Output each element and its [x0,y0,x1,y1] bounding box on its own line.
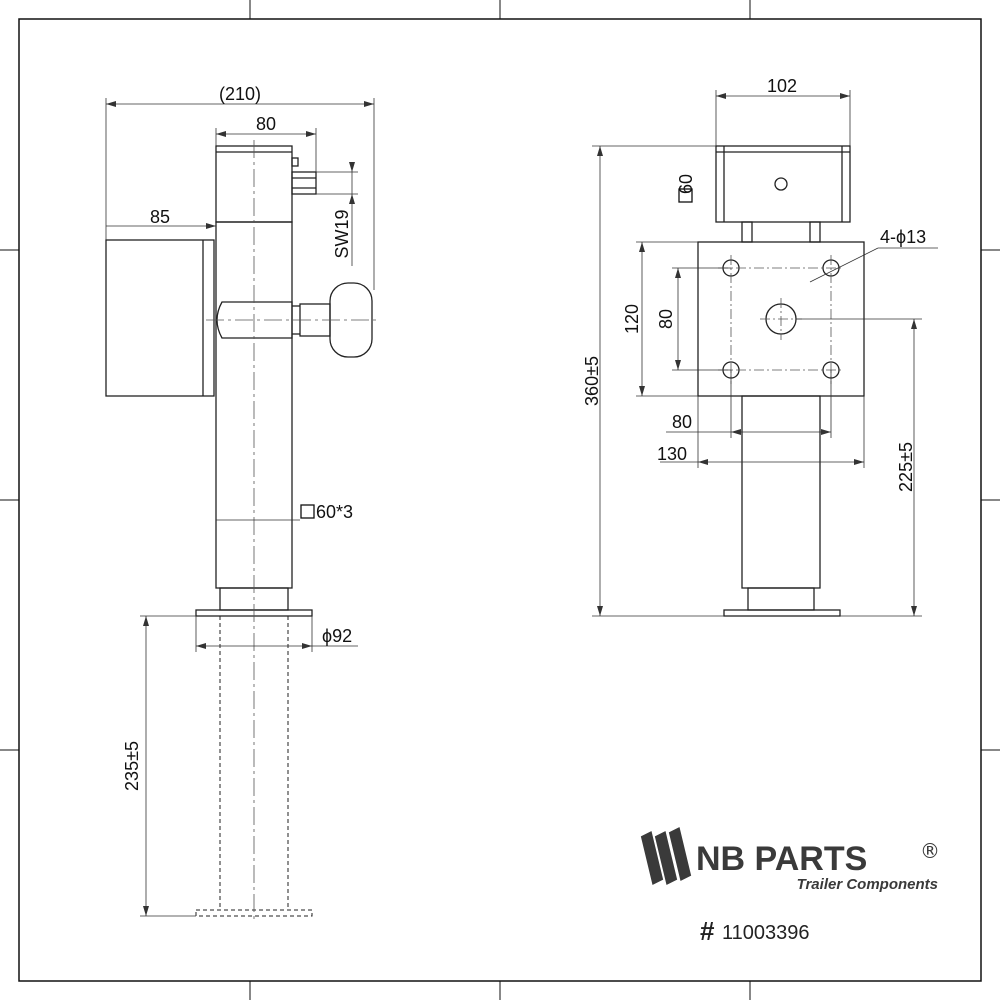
brand-tagline: Trailer Components [797,876,938,893]
front-view [697,145,865,617]
dim-stroke: 235±5 [122,741,142,791]
dim-top-box-profile: 60 [676,174,696,194]
dim-foot-diameter: ϕ92 [322,626,352,646]
crank-shaft [216,301,293,339]
dim-handle-box-width: 80 [256,114,276,134]
dim-top-box-width: 102 [767,76,797,96]
front-dimensions [592,90,938,617]
dim-hole-spacing-horizontal: 80 [672,412,692,432]
registered-mark: ® [920,839,940,863]
front-foot [723,609,841,617]
part-number: 11003396 [722,922,810,944]
dim-hole-spacing-vertical: 80 [656,309,676,329]
dim-hole-callout: 4-ϕ13 [880,227,926,247]
square-symbol-icon [678,188,693,203]
nb-parts-logo-icon [639,824,693,888]
side-mount-box [105,239,215,397]
dim-plate-height: 120 [622,304,642,334]
part-number-hash: # [700,916,715,946]
dim-side-box-width: 85 [150,207,170,227]
top-box [715,145,851,223]
dim-overall-height: 360±5 [582,356,602,406]
dim-plate-width: 130 [657,444,687,464]
front-tube [741,395,821,589]
brand-name: NB PARTS [696,840,867,878]
wrench-bolt [291,171,317,195]
dim-wrench-size: SW19 [332,209,352,258]
dim-overall-width: (210) [219,84,261,104]
dim-tube-profile: 60*3 [316,502,353,522]
side-dimensions [105,98,375,917]
dim-plate-to-foot: 225±5 [896,442,916,492]
square-symbol-icon [300,504,315,519]
